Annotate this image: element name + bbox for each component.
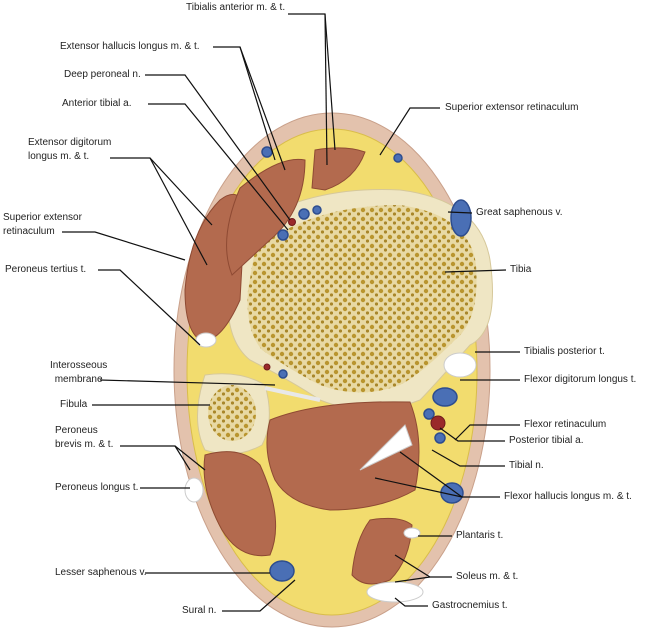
label-line: longus m. & t. xyxy=(28,151,90,162)
label-line: Peroneus xyxy=(55,425,98,436)
label-peroneus-tertius: Peroneus tertius t. xyxy=(5,264,87,275)
posterior-tibial-vein xyxy=(434,432,446,444)
plantaris-tendon xyxy=(403,527,421,539)
gastrocnemius-tendon xyxy=(366,581,424,603)
label-peroneus-brevis: Peroneus brevis m. & t. xyxy=(55,424,113,452)
label-line: brevis m. & t. xyxy=(55,439,114,450)
vein xyxy=(278,369,288,379)
fibula-spongy-bone xyxy=(208,385,256,441)
label-fibula: Fibula xyxy=(60,399,88,410)
anterior-tibial-vein xyxy=(312,205,322,215)
peroneus-brevis-muscle xyxy=(203,451,277,557)
flexor-hallucis-longus-soleus-muscle xyxy=(266,401,420,511)
anterior-tibial-vein xyxy=(298,208,310,220)
label-tibialis-anterior: Tibialis anterior m. & t. xyxy=(186,2,286,13)
label-peroneus-longus: Peroneus longus t. xyxy=(55,482,139,493)
tibialis-anterior-muscle xyxy=(311,147,366,191)
interosseous-membrane xyxy=(264,386,321,402)
label-soleus: Soleus m. & t. xyxy=(456,571,519,582)
label-sural-nerve: Sural n. xyxy=(182,605,217,616)
label-plantaris: Plantaris t. xyxy=(456,530,504,541)
extensor-hallucis-longus-muscle xyxy=(226,158,306,276)
leader-lines xyxy=(62,13,520,612)
label-line: Extensor digitorum xyxy=(28,137,112,148)
anterior-tibial-artery xyxy=(288,218,296,226)
label-gastrocnemius: Gastrocnemius t. xyxy=(432,600,508,611)
label-tibial-nerve: Tibial n. xyxy=(509,460,544,471)
label-tibia: Tibia xyxy=(510,264,532,275)
label-flexor-hallucis-longus: Flexor hallucis longus m. & t. xyxy=(504,491,632,502)
label-lesser-saphenous-vein: Lesser saphenous v. xyxy=(55,567,147,578)
label-tibialis-posterior: Tibialis posterior t. xyxy=(524,346,605,357)
label-flexor-retinaculum: Flexor retinaculum xyxy=(524,419,607,430)
label-line: retinaculum xyxy=(3,226,55,237)
label-line: Interosseous xyxy=(50,360,108,371)
vein xyxy=(261,146,273,158)
label-line: membrane xyxy=(54,374,103,385)
anterior-tibial-vein xyxy=(277,229,289,241)
tibialis-posterior-tendon xyxy=(443,352,477,378)
posterior-tibial-vein xyxy=(432,387,458,407)
label-superior-extensor-retinaculum-left: Superior extensor retinaculum xyxy=(3,211,82,239)
label-extensor-digitorum-longus: Extensor digitorum longus m. & t. xyxy=(28,136,111,164)
tibia-spongy-bone xyxy=(247,205,477,393)
posterior-tibial-artery xyxy=(430,415,446,431)
label-anterior-tibial-artery: Anterior tibial a. xyxy=(62,98,132,109)
label-posterior-tibial-artery: Posterior tibial a. xyxy=(509,435,584,446)
soleus-muscle xyxy=(351,517,413,585)
flexor-hallucis-tendon xyxy=(359,424,413,471)
lesser-saphenous-vein xyxy=(269,560,295,582)
peroneus-tertius-tendon xyxy=(195,332,217,348)
peroneal-artery xyxy=(263,363,271,371)
label-deep-peroneal-nerve: Deep peroneal n. xyxy=(64,69,141,80)
label-great-saphenous-vein: Great saphenous v. xyxy=(476,207,563,218)
vein xyxy=(393,153,403,163)
peroneus-longus-tendon xyxy=(184,477,204,503)
posterior-tibial-vein xyxy=(423,408,435,420)
label-superior-extensor-retinaculum-right: Superior extensor retinaculum xyxy=(445,102,579,113)
label-flexor-digitorum-longus: Flexor digitorum longus t. xyxy=(524,374,637,385)
label-extensor-hallucis-longus: Extensor hallucis longus m. & t. xyxy=(60,41,200,52)
label-interosseous-membrane: Interosseous membrane xyxy=(50,359,107,387)
label-line: Superior extensor xyxy=(3,212,82,223)
great-saphenous-vein xyxy=(450,199,472,237)
